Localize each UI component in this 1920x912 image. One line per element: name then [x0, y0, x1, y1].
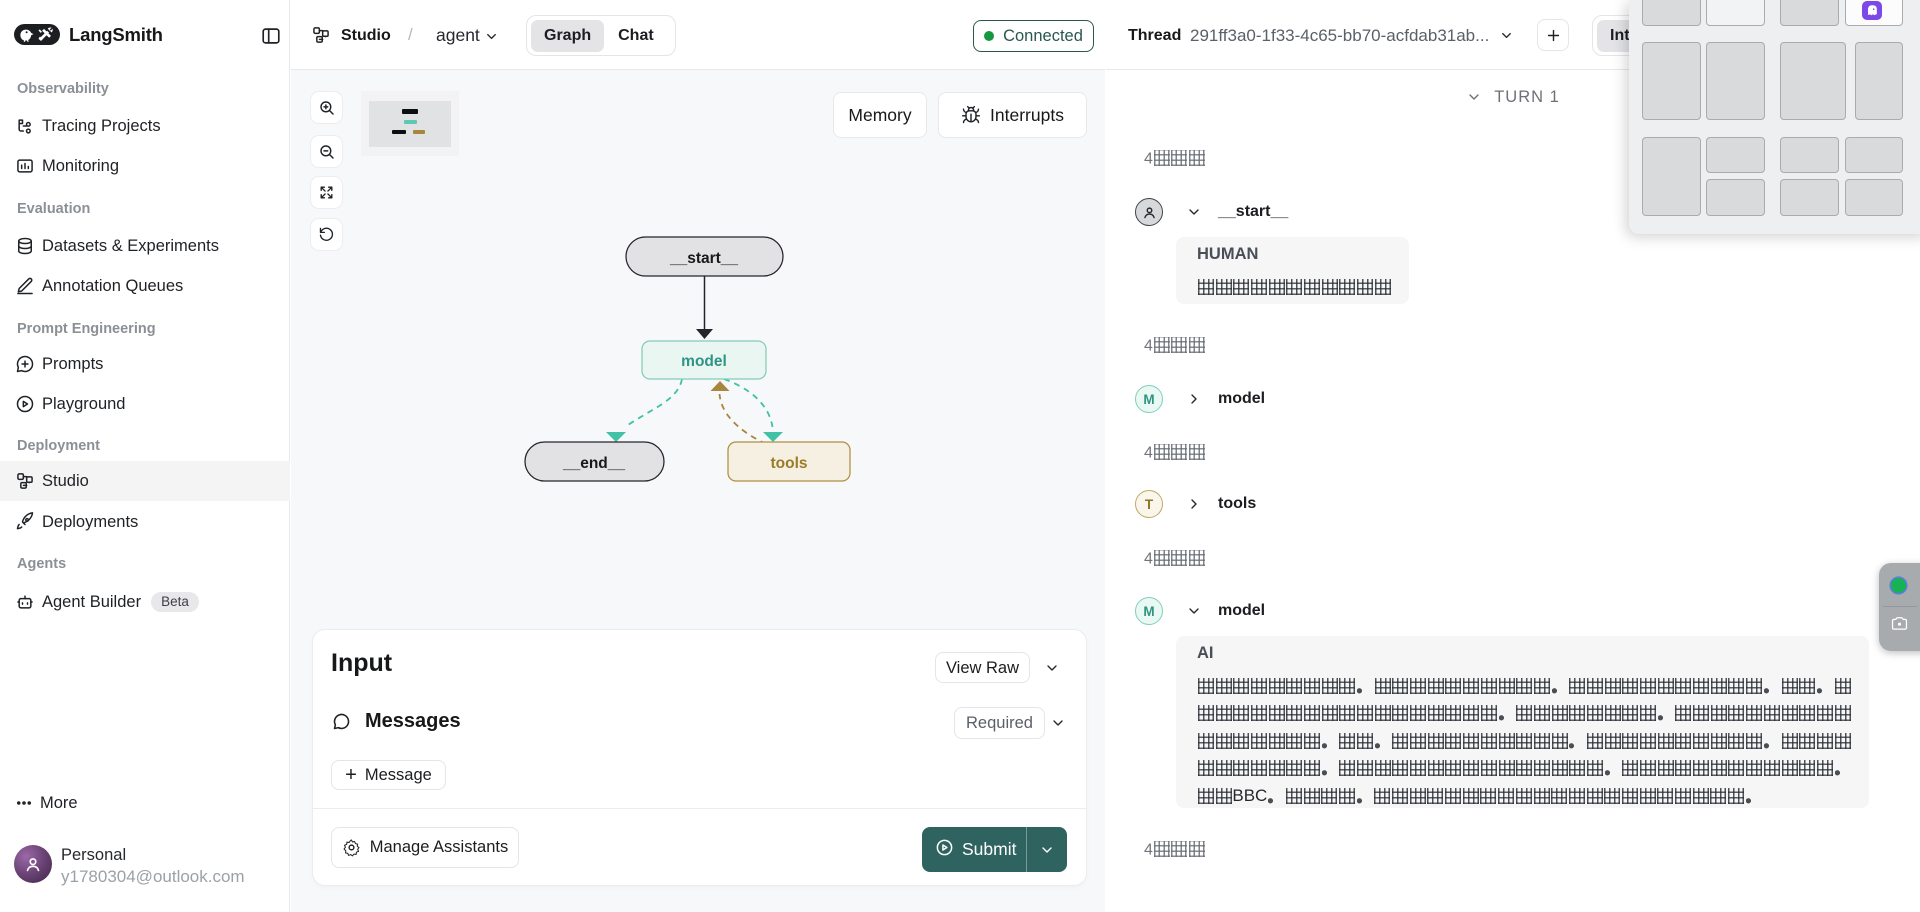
- svg-text:__start__: __start__: [669, 250, 738, 267]
- svg-text:tools: tools: [770, 455, 807, 472]
- svg-text:__end__: __end__: [562, 455, 625, 472]
- svg-text:model: model: [681, 353, 727, 370]
